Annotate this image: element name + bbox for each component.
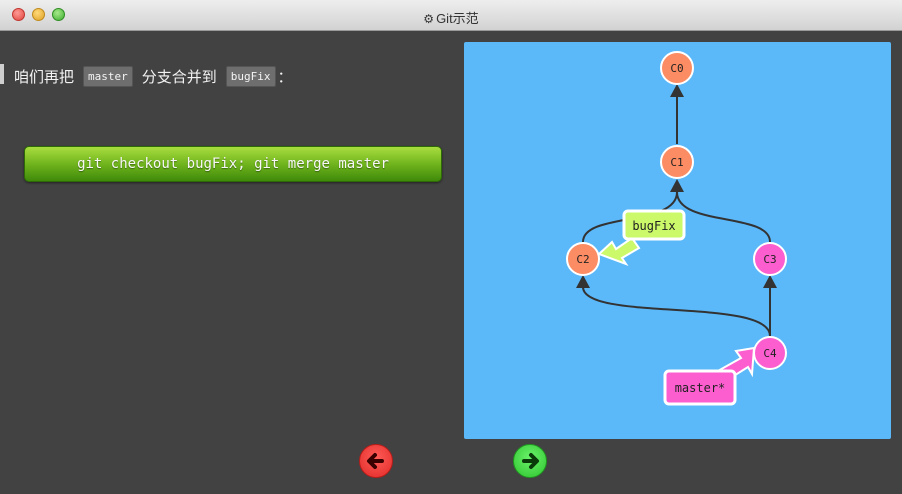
sidebar-edge-marker	[0, 64, 4, 84]
commit-c1-label: C1	[670, 156, 683, 169]
window-title-text: Git示范	[436, 11, 479, 26]
instruction-middle: 分支合并到	[141, 68, 217, 86]
branch-bugfix-box	[622, 209, 686, 241]
edge-arrowheads	[576, 84, 777, 288]
instruction-prefix: 咱们再把	[14, 68, 75, 86]
commit-c3[interactable]: C3	[753, 242, 787, 276]
branch-bugfix[interactable]: bugFix	[597, 209, 686, 267]
window-minimize-button[interactable]	[32, 8, 45, 21]
arrowhead-c2	[576, 275, 590, 288]
commit-c2-label: C2	[576, 253, 589, 266]
commit-c4-label: C4	[763, 347, 777, 360]
commit-graph: C0 C1 C2 C3 C4 bugFix master*	[566, 51, 787, 406]
window-title: ⚙Git示范	[0, 8, 902, 27]
arrowhead-c1	[670, 179, 684, 192]
edge-c4-c2	[582, 286, 771, 337]
edge-c3-c1	[676, 191, 771, 243]
branch-master[interactable]: master*	[663, 346, 756, 406]
instruction-text: 咱们再把 master 分支合并到 bugFix ：	[14, 66, 293, 87]
branch-bugfix-label: bugFix	[632, 219, 675, 233]
arrowhead-c0	[670, 84, 684, 97]
command-label: git checkout bugFix; git merge master	[77, 156, 389, 172]
run-command-button[interactable]: git checkout bugFix; git merge master	[24, 146, 442, 182]
commit-graph-panel: C0 C1 C2 C3 C4 bugFix master*	[464, 42, 891, 439]
branch-chip-bugfix: bugFix	[225, 66, 276, 87]
commit-c3-label: C3	[763, 253, 776, 266]
branch-master-box	[663, 369, 737, 406]
arrow-right-icon	[522, 453, 539, 469]
forward-button[interactable]	[513, 444, 547, 478]
window-close-button[interactable]	[12, 8, 25, 21]
branch-bugfix-arrow	[597, 236, 641, 267]
window-maximize-button[interactable]	[52, 8, 65, 21]
commit-edges	[582, 97, 771, 337]
arrowhead-c3	[763, 275, 777, 288]
commit-c2[interactable]: C2	[566, 242, 600, 276]
commit-c4[interactable]: C4	[753, 336, 787, 370]
instruction-suffix: ：	[277, 68, 293, 86]
arrow-left-icon	[367, 453, 384, 469]
commit-c0-label: C0	[670, 62, 683, 75]
commit-c0[interactable]: C0	[660, 51, 694, 85]
branch-chip-master: master	[83, 66, 133, 87]
branch-master-label: master*	[675, 381, 726, 395]
window-titlebar: ⚙Git示范	[0, 0, 902, 31]
gear-icon: ⚙	[423, 12, 435, 26]
commit-c1[interactable]: C1	[660, 145, 694, 179]
back-button[interactable]	[359, 444, 393, 478]
